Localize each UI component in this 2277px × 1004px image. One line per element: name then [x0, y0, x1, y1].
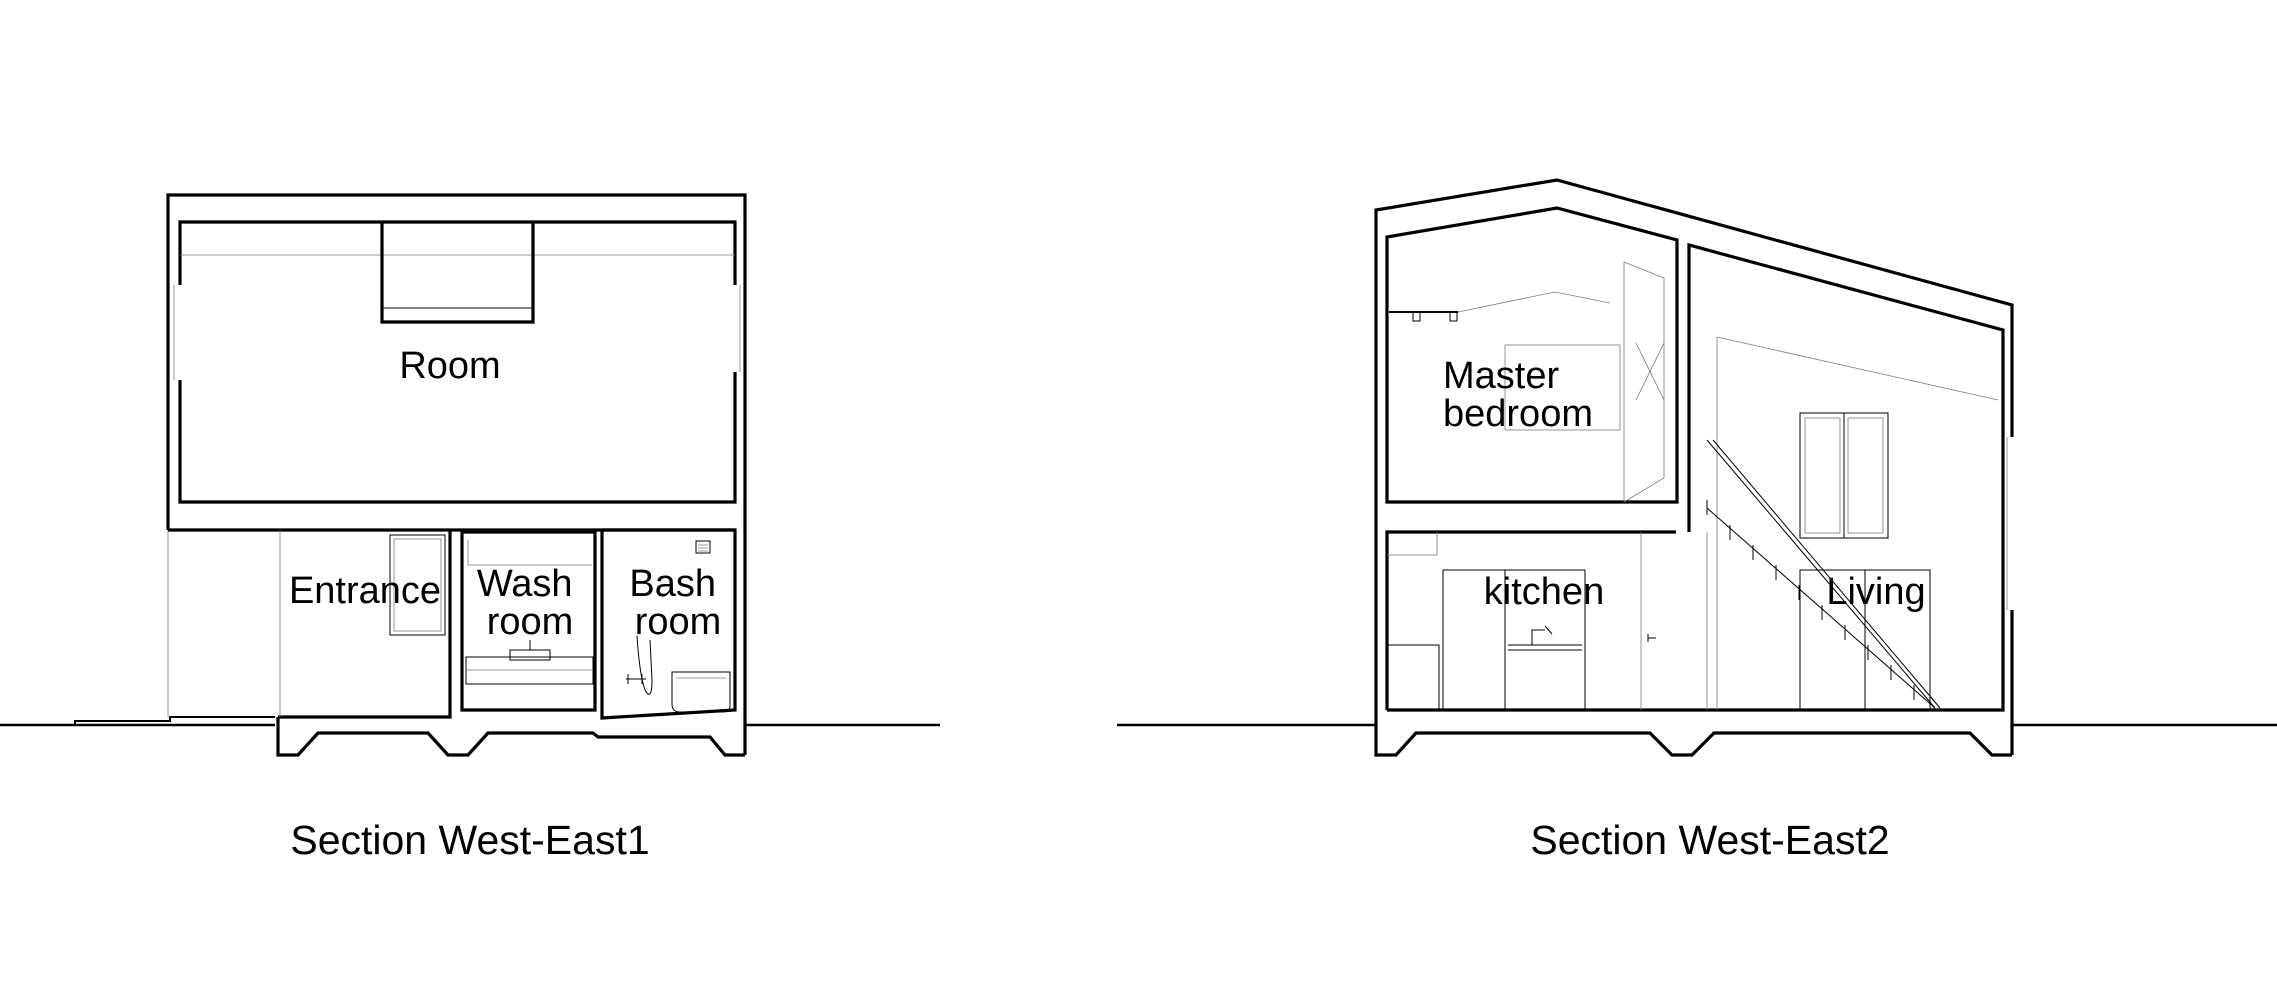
room-inner-wall	[178, 220, 737, 285]
foundation-2	[1374, 725, 2012, 757]
room-label-room: Room	[399, 345, 500, 387]
stair	[1706, 439, 1941, 709]
room-label-entrance: Entrance	[289, 570, 441, 612]
kitchen-counter	[1508, 644, 1582, 651]
outer-shell-2	[1374, 178, 2014, 725]
section-title-1: Section West-East1	[290, 817, 649, 863]
room-label-living: Living	[1826, 571, 1925, 613]
kitchen-faucet	[1531, 625, 1553, 645]
kitchen-door	[1442, 569, 1586, 711]
section-west-east-2	[1117, 178, 2277, 757]
living-wall	[1687, 242, 2005, 532]
section-west-east-1	[0, 193, 940, 757]
room-label-bath-room: Bash room	[629, 563, 726, 643]
vent-icon	[695, 540, 711, 554]
shower-hose	[636, 635, 653, 695]
wash-room-wall	[460, 530, 597, 712]
bath-tub	[671, 671, 731, 713]
bath-faucet	[626, 674, 646, 684]
master-bedroom-wall	[1385, 206, 1679, 504]
section-title-2: Section West-East2	[1530, 817, 1889, 863]
kitchen-cabinet	[1386, 644, 1440, 711]
wash-counter	[465, 656, 594, 685]
skylight-box	[380, 222, 535, 324]
bedroom-window	[1504, 344, 1621, 431]
room-label-master-bedroom: Master bedroom	[1443, 355, 1593, 435]
room-label-wash-room: Wash room	[477, 563, 583, 643]
foundation	[276, 717, 745, 757]
bath-room-wall	[600, 528, 737, 720]
entrance-wall	[278, 530, 452, 719]
outer-wall	[166, 193, 747, 755]
room-inner-wall-lower	[178, 372, 737, 504]
entrance-step	[74, 716, 275, 725]
sink	[509, 649, 551, 661]
entrance-door	[389, 534, 446, 636]
room-label-kitchen: kitchen	[1484, 571, 1604, 613]
